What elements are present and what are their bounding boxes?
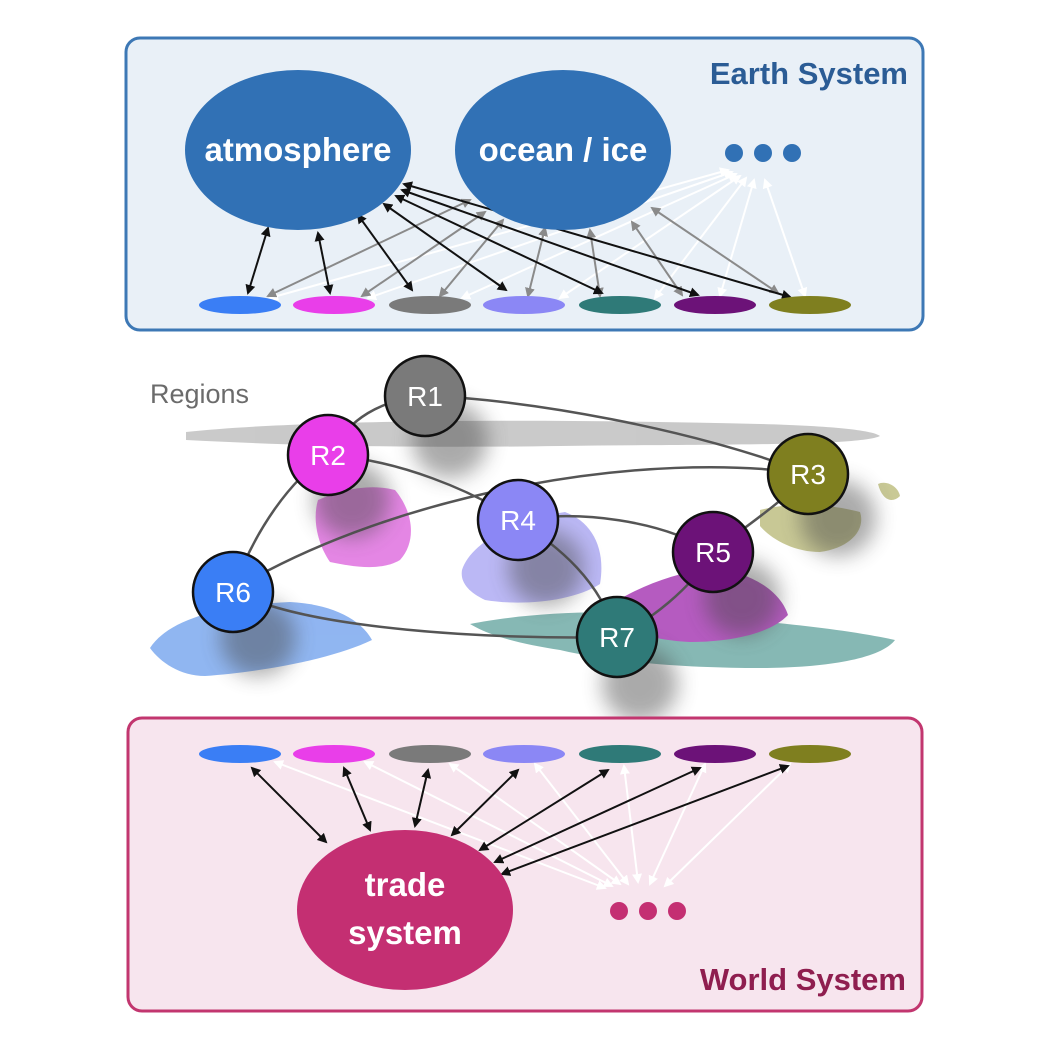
earth-region-r7 bbox=[579, 296, 661, 314]
region-node-r7-label: R7 bbox=[599, 622, 635, 653]
earth-region-row bbox=[199, 296, 851, 314]
world-more-dots bbox=[610, 902, 686, 920]
earth-region-r3 bbox=[769, 296, 851, 314]
earth-system-panel: Earth System bbox=[124, 36, 925, 332]
region-node-r3[interactable]: R3 bbox=[766, 432, 850, 516]
trade-system-blob bbox=[297, 830, 513, 990]
region-node-r6-label: R6 bbox=[215, 577, 251, 608]
ocean-ice-blob bbox=[455, 70, 671, 230]
earth-region-r2 bbox=[293, 296, 375, 314]
earth-more-dots bbox=[725, 144, 801, 162]
region-node-r2[interactable]: R2 bbox=[286, 413, 370, 497]
region-node-r1-label: R1 bbox=[407, 381, 443, 412]
trade-system-label-line1: trade bbox=[365, 866, 446, 903]
earth-region-r6 bbox=[199, 296, 281, 314]
world-system-panel: World System bbox=[126, 716, 924, 1013]
map-island bbox=[878, 482, 900, 500]
region-node-r4[interactable]: R4 bbox=[476, 478, 560, 562]
trade-arrows bbox=[250, 764, 790, 876]
trade-system-component: trade system bbox=[297, 830, 513, 990]
world-system-title: World System bbox=[700, 962, 906, 997]
ocean-ice-component: ocean / ice bbox=[455, 70, 671, 230]
earth-region-r5 bbox=[674, 296, 756, 314]
region-node-r6[interactable]: R6 bbox=[191, 550, 275, 634]
world-region-r1 bbox=[389, 745, 471, 763]
world-region-r5 bbox=[674, 745, 756, 763]
world-region-r3 bbox=[769, 745, 851, 763]
regions-panel: Regions bbox=[150, 354, 900, 722]
world-region-r7 bbox=[579, 745, 661, 763]
atmosphere-blob bbox=[185, 70, 411, 230]
atmosphere-arrows bbox=[245, 181, 792, 300]
earth-system-title: Earth System bbox=[710, 56, 908, 91]
trade-system-label-line2: system bbox=[348, 914, 462, 951]
atmosphere-component: atmosphere bbox=[185, 70, 411, 230]
region-node-r7[interactable]: R7 bbox=[575, 595, 659, 679]
region-node-r4-label: R4 bbox=[500, 505, 536, 536]
region-node-r3-label: R3 bbox=[790, 459, 826, 490]
earth-region-r4 bbox=[483, 296, 565, 314]
atmosphere-label: atmosphere bbox=[204, 131, 391, 168]
region-node-r5[interactable]: R5 bbox=[671, 510, 755, 594]
world-region-r2 bbox=[293, 745, 375, 763]
world-region-r6 bbox=[199, 745, 281, 763]
world-region-r4 bbox=[483, 745, 565, 763]
region-node-r2-label: R2 bbox=[310, 440, 346, 471]
earth-region-r1 bbox=[389, 296, 471, 314]
ocean-ice-label: ocean / ice bbox=[479, 131, 648, 168]
regions-label: Regions bbox=[150, 379, 249, 409]
region-node-r5-label: R5 bbox=[695, 537, 731, 568]
region-node-r1[interactable]: R1 bbox=[383, 354, 467, 438]
world-region-row bbox=[199, 745, 851, 763]
